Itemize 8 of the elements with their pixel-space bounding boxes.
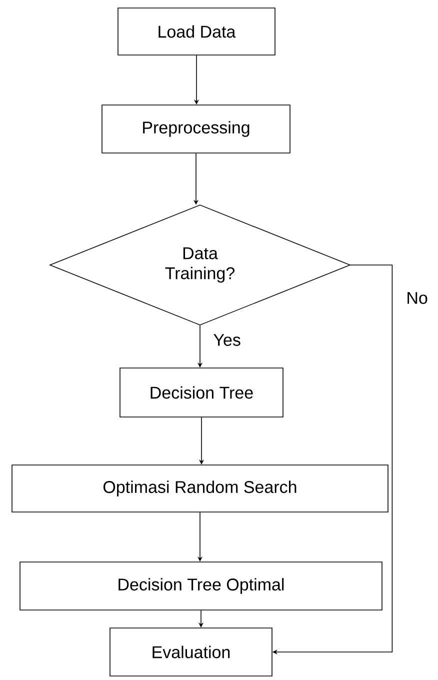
process-box: Decision Tree Optimal [20,562,382,610]
process-box: Decision Tree [120,368,284,418]
process-box: Preprocessing [102,104,290,154]
edge-label: No [405,291,429,305]
process-box: Evaluation [110,628,272,676]
edge-label: Yes [212,333,242,347]
process-box: Optimasi Random Search [12,464,388,512]
process-box: Load Data [118,8,276,56]
